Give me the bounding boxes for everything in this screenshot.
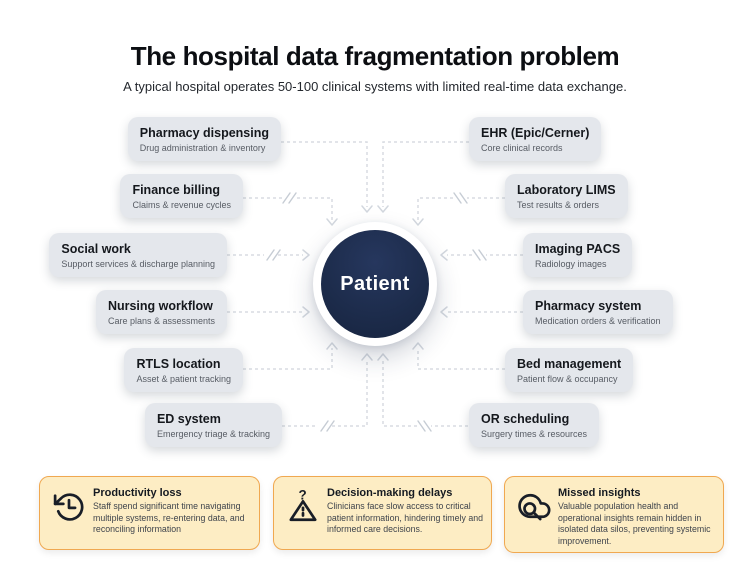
arrowhead-icon	[326, 342, 338, 350]
system-box-pharmacy-system: Pharmacy system Medication orders & veri…	[523, 290, 673, 334]
connector-ed-system	[282, 359, 368, 427]
connector-bed-management	[417, 348, 505, 370]
patient-circle: Patient	[321, 230, 429, 338]
system-title: ED system	[156, 412, 221, 426]
break-mark-icon	[417, 420, 432, 432]
system-subtitle: Asset & patient tracking	[136, 374, 231, 384]
system-subtitle: Emergency triage & tracking	[156, 429, 270, 439]
patient-hub: Patient	[313, 222, 437, 346]
callout-missed-insights: Missed insights Valuable population heal…	[504, 476, 724, 553]
arrowhead-icon	[302, 249, 310, 261]
system-subtitle: Test results & orders	[517, 200, 600, 210]
system-title: Social work	[61, 242, 131, 256]
system-subtitle: Drug administration & inventory	[139, 143, 266, 153]
system-subtitle: Claims & revenue cycles	[132, 200, 231, 210]
system-box-rtls-location: RTLS location Asset & patient tracking	[124, 348, 243, 392]
system-subtitle: Care plans & assessments	[107, 316, 215, 326]
arrowhead-icon	[377, 353, 389, 361]
system-subtitle: Radiology images	[535, 259, 607, 269]
connector-rtls-location	[243, 348, 333, 370]
arrowhead-icon	[361, 353, 373, 361]
arrowhead-icon	[302, 306, 310, 318]
page-subtitle: A typical hospital operates 50-100 clini…	[123, 79, 627, 94]
cloud-search-icon	[517, 490, 551, 524]
patient-label: Patient	[340, 272, 410, 295]
system-subtitle: Core clinical records	[481, 143, 563, 153]
system-box-or-scheduling: OR scheduling Surgery times & resources	[469, 403, 600, 447]
break-mark-icon	[282, 192, 297, 204]
clock-history-icon	[52, 490, 86, 524]
break-mark-icon	[320, 420, 335, 432]
system-box-ehr: EHR (Epic/Cerner) Core clinical records	[469, 117, 602, 161]
system-title: RTLS location	[136, 357, 221, 371]
arrowhead-icon	[440, 249, 448, 261]
arrowhead-icon	[412, 342, 424, 350]
system-title: Finance billing	[132, 183, 220, 197]
callout-body: Staff spend significant time navigating …	[93, 501, 245, 535]
svg-text:?: ?	[298, 490, 306, 502]
system-subtitle: Medication orders & verification	[535, 316, 661, 326]
break-mark-icon	[453, 192, 468, 204]
system-box-pharmacy-dispensing: Pharmacy dispensing Drug administration …	[127, 117, 281, 161]
arrowhead-icon	[377, 205, 389, 213]
connector-or-scheduling	[382, 359, 468, 427]
system-title: OR scheduling	[481, 412, 570, 426]
arrowhead-icon	[440, 306, 448, 318]
system-title: Imaging PACS	[535, 242, 621, 256]
page-title: The hospital data fragmentation problem	[130, 41, 620, 71]
system-title: Laboratory LIMS	[517, 183, 616, 197]
callout-productivity-loss: Productivity loss Staff spend significan…	[39, 476, 260, 550]
connector-pharmacy-dispensing	[281, 141, 368, 207]
callout-decision-making-delays: ? Decision-making delays Clinicians face…	[273, 476, 492, 550]
callout-title: Productivity loss	[93, 487, 182, 499]
system-box-finance-billing: Finance billing Claims & revenue cycles	[120, 174, 243, 218]
system-box-bed-management: Bed management Patient flow & occupancy	[505, 348, 634, 392]
callout-title: Missed insights	[558, 487, 641, 499]
connector-ehr	[382, 141, 469, 207]
system-box-ed-system: ED system Emergency triage & tracking	[144, 403, 282, 447]
callout-body: Clinicians face slow access to critical …	[327, 501, 483, 535]
callout-text: Productivity loss Staff spend significan…	[93, 487, 251, 536]
system-box-laboratory-lims: Laboratory LIMS Test results & orders	[505, 174, 628, 218]
system-box-imaging-pacs: Imaging PACS Radiology images	[523, 233, 633, 277]
system-title: Pharmacy system	[535, 299, 642, 313]
warning-question-icon: ?	[286, 487, 320, 524]
system-title: Bed management	[517, 357, 622, 371]
system-title: Nursing workflow	[107, 299, 213, 313]
connector-finance-billing	[243, 197, 333, 220]
system-subtitle: Patient flow & occupancy	[517, 374, 618, 384]
system-title: Pharmacy dispensing	[139, 126, 269, 140]
header: The hospital data fragmentation problem …	[0, 41, 750, 94]
arrowhead-icon	[412, 218, 424, 226]
system-box-nursing-workflow: Nursing workflow Care plans & assessment…	[95, 290, 227, 334]
connector-laboratory-lims	[417, 197, 505, 220]
system-box-social-work: Social work Support services & discharge…	[49, 233, 227, 277]
callout-text: Decision-making delays Clinicians face s…	[327, 487, 483, 536]
arrowhead-icon	[326, 218, 338, 226]
callout-body: Valuable population health and operation…	[558, 501, 711, 546]
break-mark-icon	[472, 249, 487, 261]
system-title: EHR (Epic/Cerner)	[481, 126, 590, 140]
arrowhead-icon	[361, 205, 373, 213]
callout-title: Decision-making delays	[327, 487, 453, 499]
system-subtitle: Surgery times & resources	[481, 429, 588, 439]
callout-text: Missed insights Valuable population heal…	[558, 487, 715, 547]
break-mark-icon	[266, 249, 281, 261]
system-subtitle: Support services & discharge planning	[61, 259, 215, 269]
